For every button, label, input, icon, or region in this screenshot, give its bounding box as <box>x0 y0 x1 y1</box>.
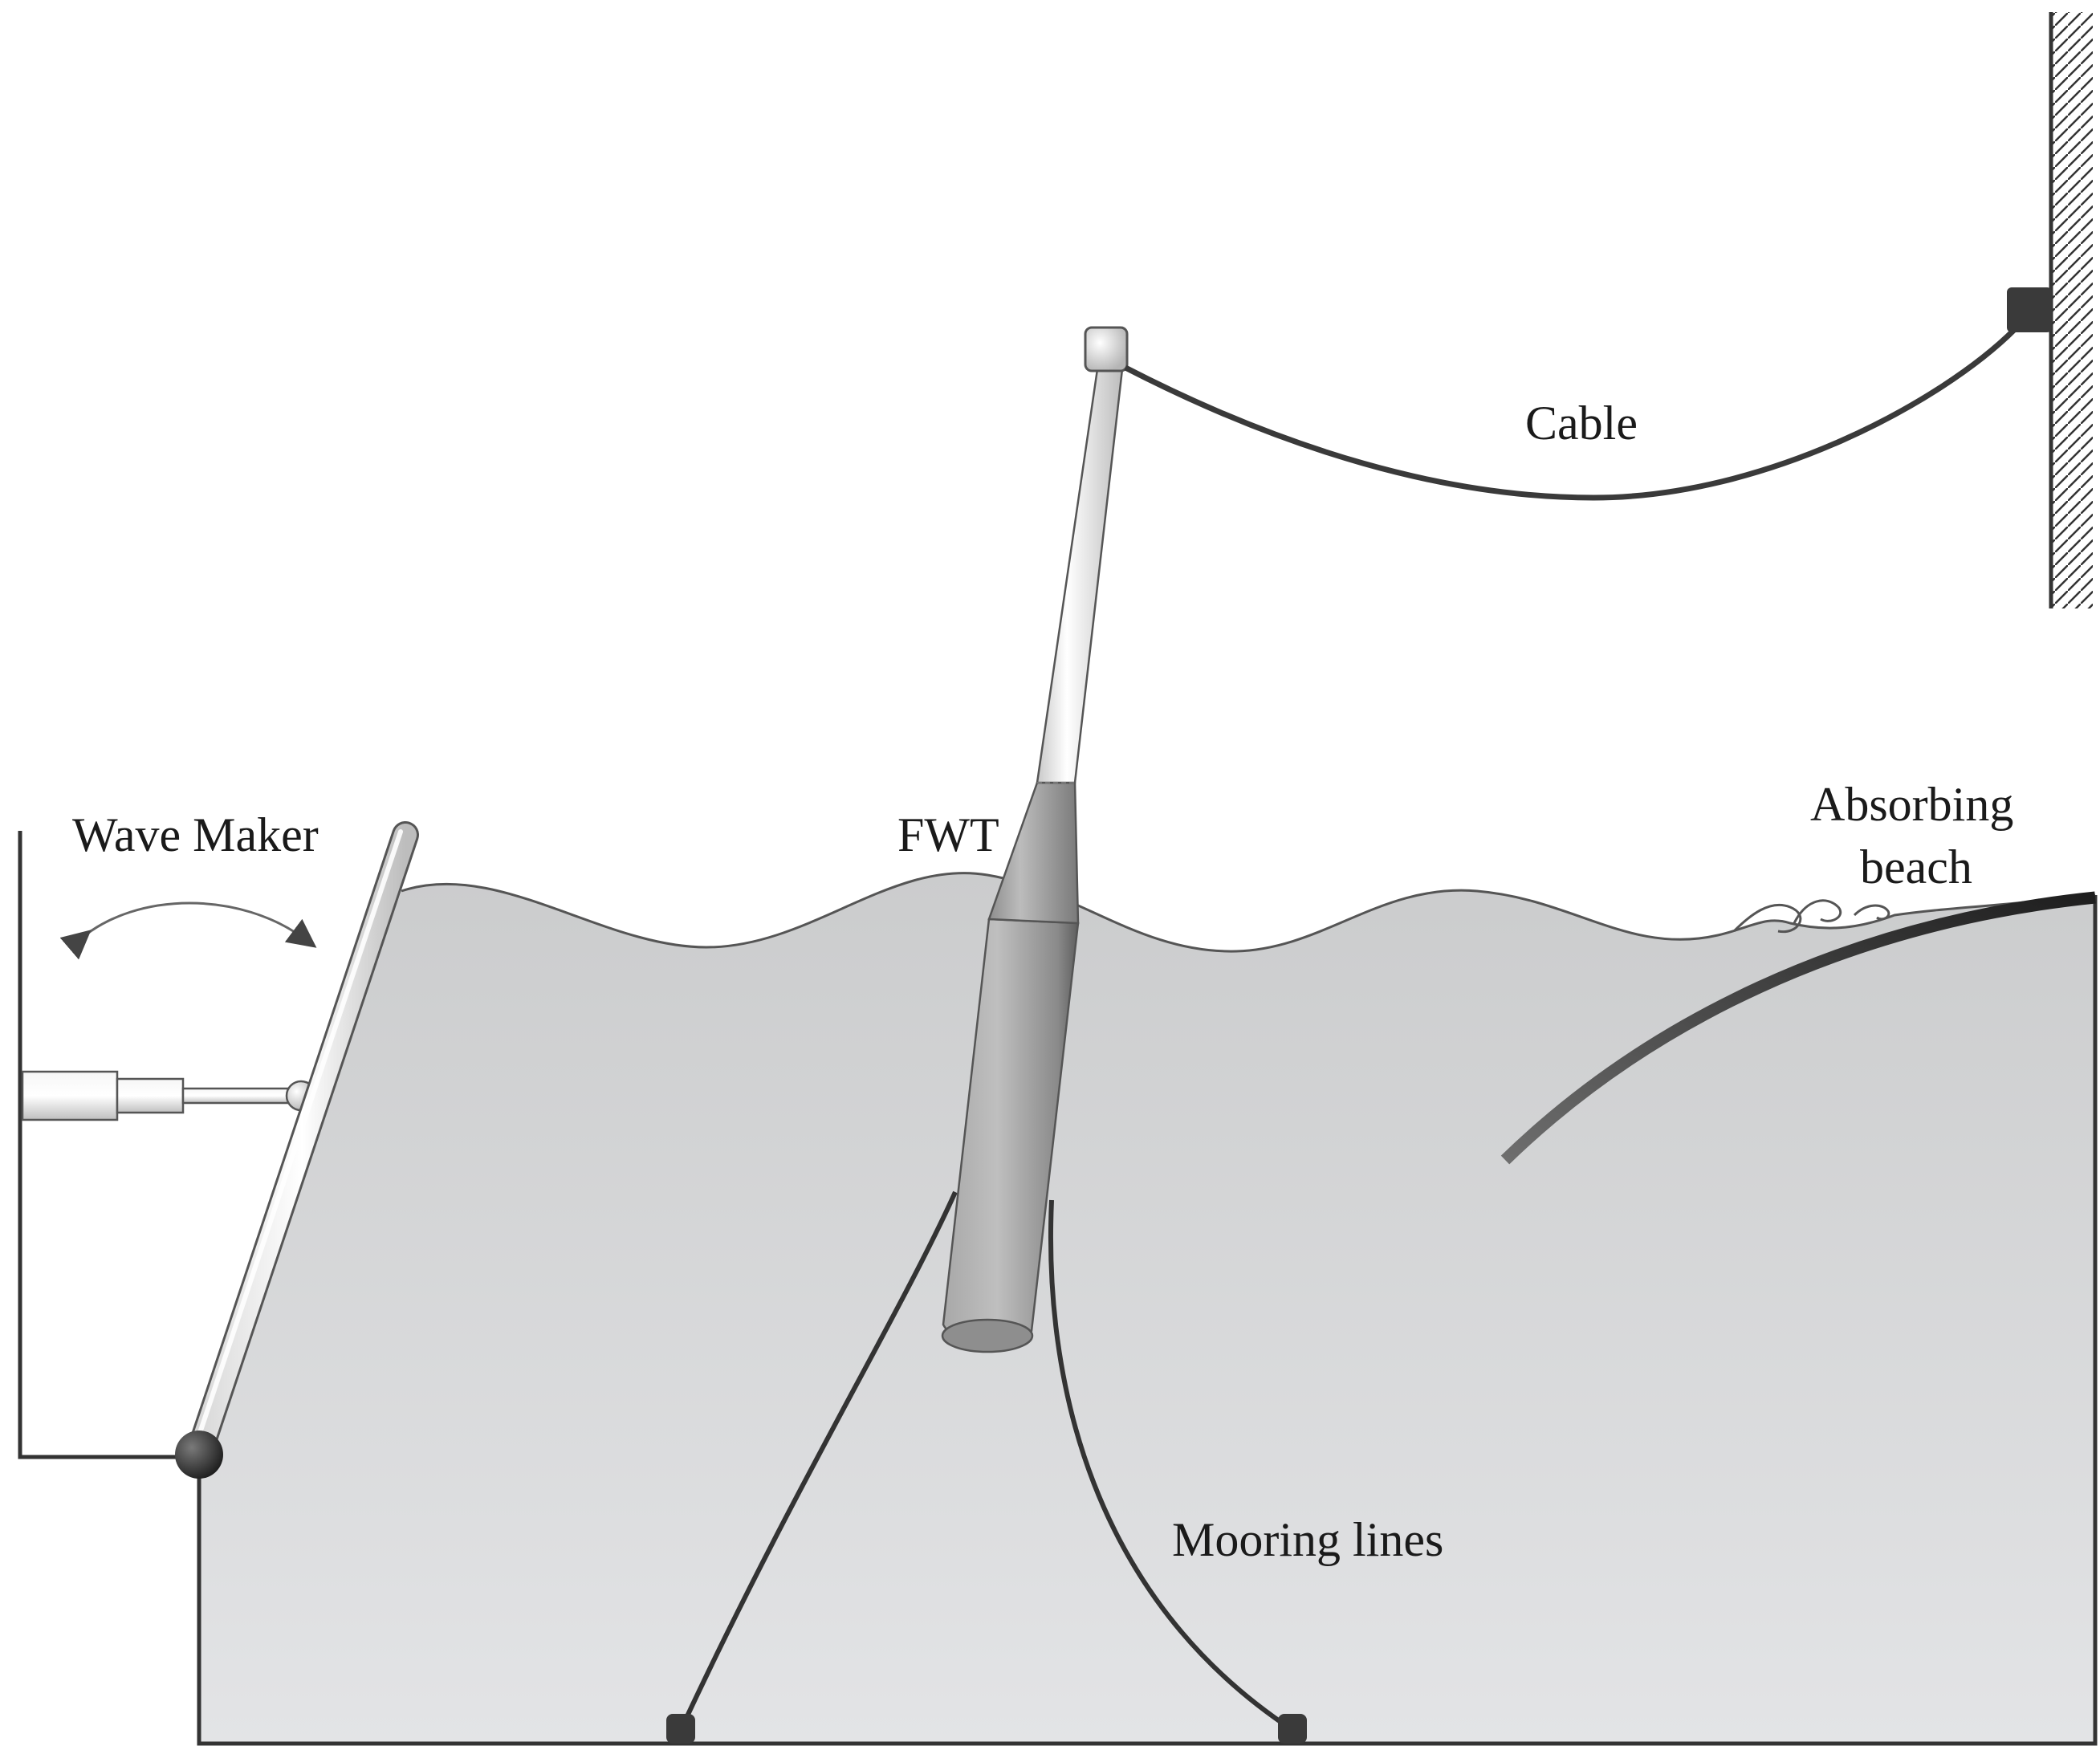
anchor-left <box>666 1714 695 1744</box>
mooring-line-right <box>1048 1199 1294 1732</box>
mooring-line-left <box>678 1190 958 1732</box>
breaking-wave-curls <box>1732 899 1890 934</box>
wave-maker-label: Wave Maker <box>72 808 319 861</box>
fwt-nacelle <box>1084 326 1129 372</box>
fwt-structure <box>941 326 1129 1353</box>
fwt-tower-upper <box>1036 368 1124 784</box>
anchor-right <box>1278 1714 1307 1744</box>
cable-label: Cable <box>1525 397 1638 450</box>
wave-maker-frame <box>18 831 199 1459</box>
fwt-tower-lower <box>987 781 1080 925</box>
wall-hatching <box>2053 12 2093 608</box>
mooring-lines-label: Mooring lines <box>1172 1513 1443 1566</box>
tank-outline <box>197 895 2098 1746</box>
cable-wall-bracket <box>2007 287 2052 332</box>
fwt-label: FWT <box>897 808 999 861</box>
wave-maker-hinge <box>175 1430 223 1479</box>
cable <box>1124 327 2017 501</box>
water-surface <box>401 872 2096 953</box>
wave-maker-motion-arrow <box>59 901 317 960</box>
fwt-spar-bottom <box>941 1318 1034 1353</box>
wave-maker-actuator <box>21 1070 317 1121</box>
water-body <box>199 873 2095 1744</box>
absorbing-beach-label-line2: beach <box>1860 840 1972 893</box>
absorbing-beach-label-line1: Absorbing <box>1810 778 2013 831</box>
absorbing-beach <box>1500 891 2096 1165</box>
